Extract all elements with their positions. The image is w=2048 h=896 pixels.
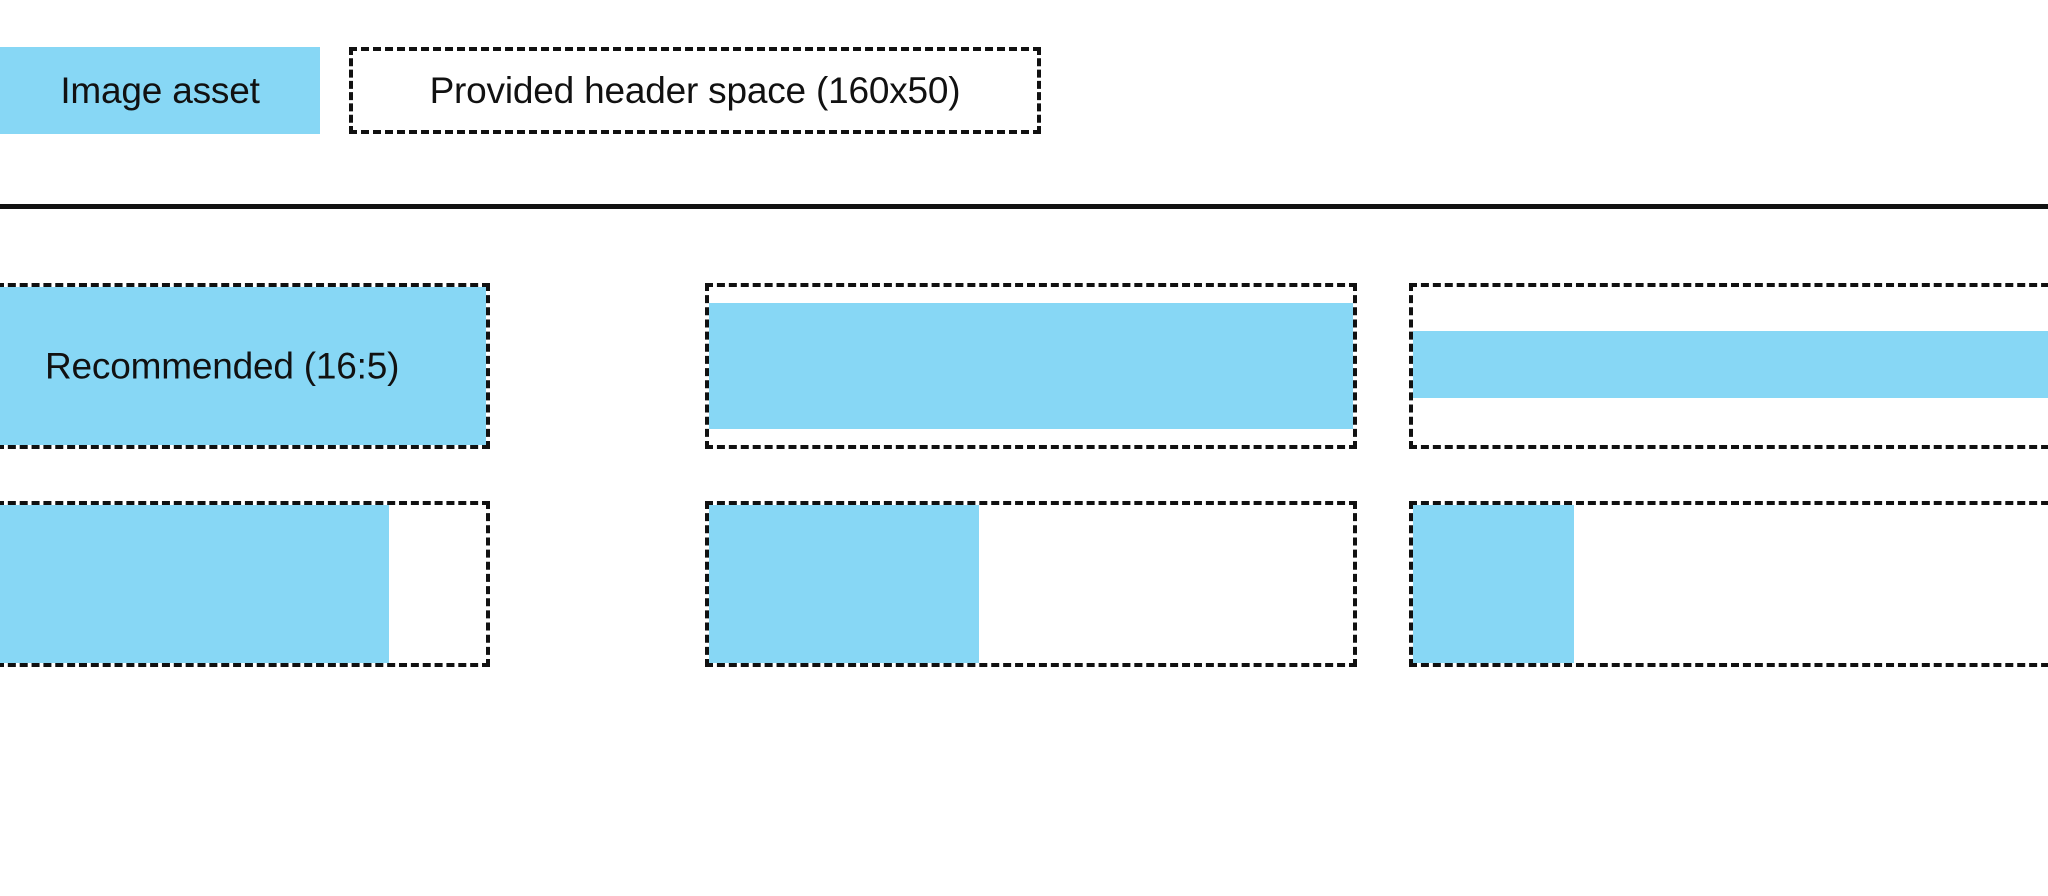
asset-fill: [709, 505, 980, 663]
example-tile: [705, 283, 1357, 449]
example-tile: Recommended (16:5): [0, 283, 490, 449]
example-tile: [1409, 283, 2048, 449]
asset-fill: [1413, 331, 2048, 398]
legend-header-space-label: Provided header space (160x50): [429, 70, 961, 111]
tile-row: Recommended (16:5): [0, 283, 2048, 449]
example-tile: [0, 501, 490, 667]
example-tile-label: Recommended (16:5): [45, 345, 400, 387]
legend-image-asset-label: Image asset: [60, 70, 260, 111]
asset-fill: [0, 287, 486, 445]
legend-image-asset-swatch: Image asset: [0, 47, 320, 134]
section-divider: [0, 204, 2048, 209]
legend-header-space-box: Provided header space (160x50): [349, 47, 1041, 134]
example-tile-grid: Recommended (16:5): [0, 283, 2048, 667]
tile-row: [0, 501, 2048, 667]
asset-fill: [709, 302, 1353, 430]
asset-fill: [0, 505, 389, 663]
example-tile: [705, 501, 1357, 667]
asset-fill: [1413, 505, 1574, 663]
example-tile: [1409, 501, 2048, 667]
